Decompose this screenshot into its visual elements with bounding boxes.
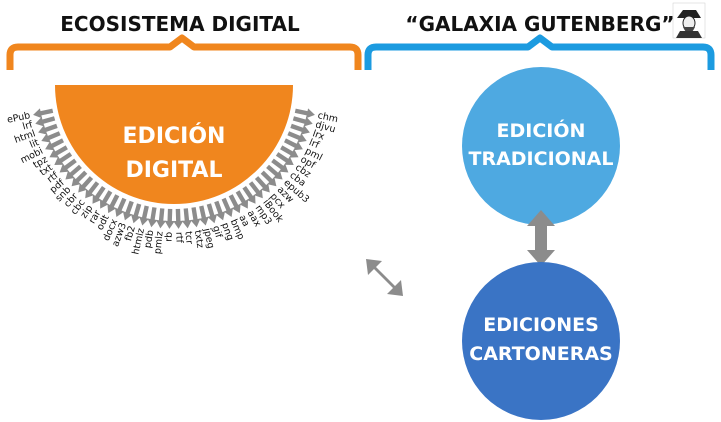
format-arrow [164,208,175,229]
format-arrow [235,190,248,209]
format-label: lrf [21,119,34,132]
format-label: lrf [307,137,321,151]
semicircle-label-line1: EDICIÓN [123,123,226,149]
format-arrow [38,123,58,135]
right-bracket [364,34,715,70]
format-arrow [100,190,113,209]
format-arrow [35,116,56,127]
format-label: rtf [173,232,184,244]
format-arrow [139,205,149,226]
format-arrow [260,170,277,187]
format-arrow [275,152,294,165]
bottom-circle-label-line1: EDICIONES [483,314,599,336]
format-arrow [54,152,73,165]
format-arrow [266,164,283,180]
format-label: chm [317,110,339,125]
left-bracket [6,34,362,70]
format-label: pdb [143,229,157,249]
format-arrow [65,164,82,180]
format-arrow [248,181,263,199]
format-arrow [85,181,100,199]
format-arrow [271,158,289,173]
format-label: rb [163,232,174,242]
diagonal-double-arrow-icon [366,259,403,296]
format-label: ePub [6,110,31,126]
format-label: lit [28,137,41,151]
top-circle-label-line2: TRADICIONAL [468,148,613,170]
format-arrow [41,131,61,143]
format-arrow [156,208,167,229]
traditional-edition-circle [462,67,620,225]
format-label: gif [210,225,224,240]
format-arrow [206,203,217,224]
format-arrow [287,131,307,143]
format-arrow [214,200,226,221]
format-labels: ePublrfhtmllitmobitpztxtrtfpdfsnbcbrcbcz… [6,108,339,256]
format-label: lrx [311,128,326,142]
format-arrow [122,200,134,221]
format-arrow [92,186,106,204]
left-heading: ECOSISTEMA DIGITAL [60,12,300,36]
format-arrow [199,205,209,226]
cardboard-editions-circle [462,262,620,420]
format-arrow [290,123,310,135]
format-arrow [131,203,142,224]
format-arrow [115,197,127,217]
format-label: tcr [182,231,194,245]
gutenberg-portrait-icon [672,2,706,39]
semicircle-label-line2: DIGITAL [125,158,222,183]
format-arrow [294,108,315,119]
format-arrow [292,116,313,127]
format-arrow [147,207,158,228]
format-arrow [228,194,241,214]
format-label: djvu [314,119,337,135]
format-arrow [78,176,94,193]
format-label: fb2 [123,225,138,243]
format-arrow [284,138,303,151]
format-arrow [181,208,192,229]
format-label: aa [236,213,251,228]
format-arrow [242,186,256,204]
format-arrow [173,208,184,229]
bottom-circle-label-line2: CARTONERAS [469,343,612,365]
digital-edition-semicircle [55,85,293,204]
format-arrow [45,138,64,151]
right-heading: “GALAXIA GUTENBERG” [405,12,674,36]
format-arrow [71,170,88,187]
format-arrow [33,108,54,119]
format-label: pmlz [152,231,165,255]
format-arrow [254,176,270,193]
format-label: txtz [192,229,206,249]
format-label: jpeg [201,226,216,249]
format-arrow [107,194,120,214]
format-arrow [221,197,233,217]
format-arrow [190,207,201,228]
format-arrow [280,145,299,158]
vertical-double-arrow-icon [527,210,555,266]
top-circle-label-line1: EDICIÓN [497,118,586,142]
format-arrow [49,145,68,158]
format-arrow [59,158,77,173]
